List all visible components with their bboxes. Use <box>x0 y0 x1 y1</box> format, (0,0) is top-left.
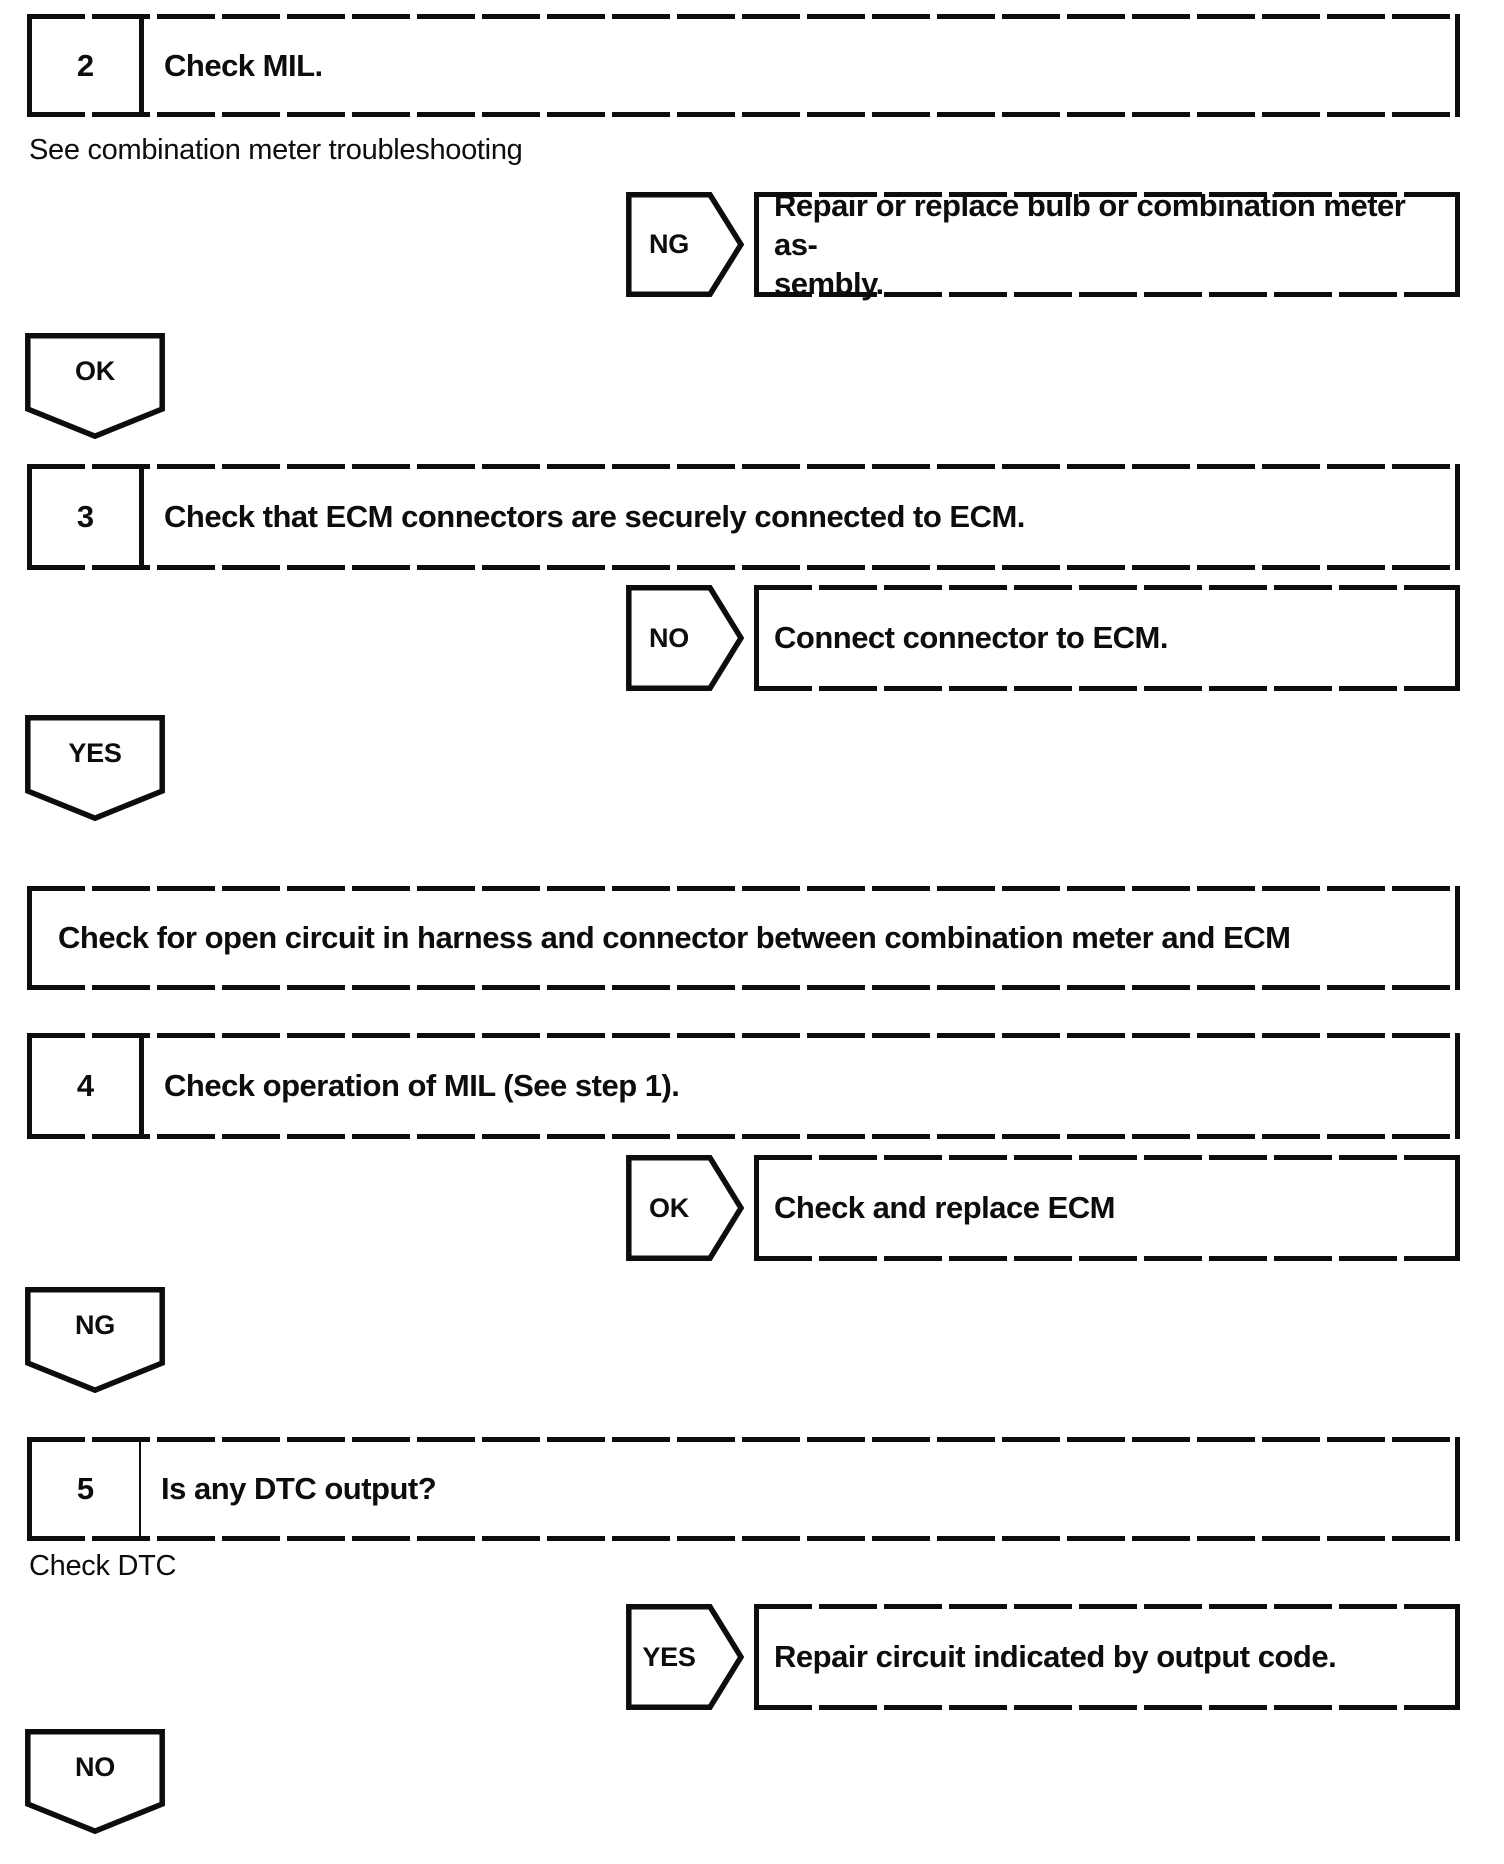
continue-badge-ng: NG <box>25 1287 165 1393</box>
method-caption: Check DTC <box>29 1550 177 1582</box>
step-number: 5 <box>32 1437 141 1541</box>
badge-label: NO <box>75 1751 115 1782</box>
method-caption: See combination meter troubleshooting <box>29 134 523 166</box>
badge-label: NG <box>649 229 689 259</box>
badge-label: YES <box>642 1641 696 1672</box>
pentagon-right-shape <box>626 585 744 691</box>
action-box: Check for open circuit in harness and co… <box>27 886 1460 990</box>
badge-label: YES <box>68 737 122 768</box>
step-number: 3 <box>32 464 144 570</box>
step-box-4: 4 Check operation of MIL (See step 1). <box>27 1033 1460 1139</box>
result-box: Repair or replace bulb or combination me… <box>754 188 1460 301</box>
badge-label: OK <box>649 1192 689 1223</box>
pentagon-down-shape <box>25 1729 165 1834</box>
result-box: Connect connector to ECM. <box>754 585 1460 691</box>
branch-badge-no: NO <box>626 585 744 691</box>
branch-badge-ng: NG <box>626 192 744 297</box>
step-number: 4 <box>32 1033 144 1139</box>
badge-label: OK <box>75 355 115 386</box>
pentagon-right-shape <box>626 1155 744 1261</box>
continue-badge-yes: YES <box>25 715 165 821</box>
step-box-2: 2 Check MIL. <box>27 14 1460 117</box>
continue-badge-no: NO <box>25 1729 165 1834</box>
pentagon-down-shape <box>25 333 165 439</box>
pentagon-right-shape <box>626 1604 744 1710</box>
step-box-3: 3 Check that ECM connectors are securely… <box>27 464 1460 570</box>
pentagon-down-shape <box>25 715 165 821</box>
step-title: Check operation of MIL (See step 1). <box>164 1068 680 1103</box>
step-title: Is any DTC output? <box>161 1471 437 1506</box>
step-title: Check that ECM connectors are securely c… <box>164 499 1025 534</box>
continue-badge-ok: OK <box>25 333 165 439</box>
step-box-5: 5 Is any DTC output? <box>27 1437 1460 1541</box>
pentagon-right-shape <box>626 192 744 297</box>
result-box: Repair circuit indicated by output code. <box>754 1604 1460 1710</box>
branch-badge-ok: OK <box>626 1155 744 1261</box>
result-box: Check and replace ECM <box>754 1155 1460 1261</box>
pentagon-down-shape <box>25 1287 165 1393</box>
badge-label: NG <box>75 1309 115 1340</box>
badge-label: NO <box>649 622 689 653</box>
step-title: Check MIL. <box>164 47 323 83</box>
branch-badge-yes: YES <box>626 1604 744 1710</box>
step-number: 2 <box>32 14 144 117</box>
